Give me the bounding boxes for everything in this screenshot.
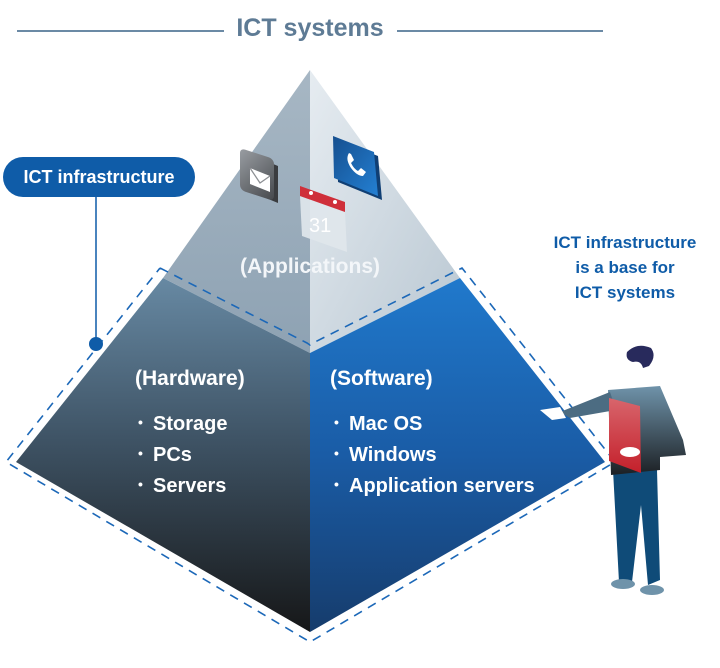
applications-face-left [163,70,310,353]
calendar-icon: 31 [300,186,347,252]
hardware-label: (Hardware) [135,367,245,390]
hardware-item: Storage [138,408,227,439]
side-note-line: is a base for [575,258,675,277]
ict-infrastructure-callout: ICT infrastructure [3,157,195,197]
applications-face-right [310,70,460,353]
hardware-list: Storage PCs Servers [138,408,227,501]
software-item: Windows [334,439,535,470]
presenter-figure [540,345,686,595]
applications-label: (Applications) [240,255,380,278]
hardware-item: Servers [138,470,227,501]
side-note-line: ICT systems [574,283,676,302]
title-rule-left [17,30,224,32]
hardware-item: PCs [138,439,227,470]
software-item: Mac OS [334,408,535,439]
phone-icon [333,136,382,200]
title-rule-right [397,30,603,32]
infrastructure-dashed-outline [4,266,617,643]
software-list: Mac OS Windows Application servers [334,408,535,501]
side-note: ICT infrastructure is a base for ICT sys… [530,230,720,305]
calendar-day: 31 [309,215,331,237]
side-note-line: ICT infrastructure [553,233,697,252]
callout-dot [89,337,103,351]
mail-icon [240,149,278,203]
diagram-title: ICT systems [236,14,384,42]
software-label: (Software) [330,367,433,390]
software-item: Application servers [334,470,535,501]
